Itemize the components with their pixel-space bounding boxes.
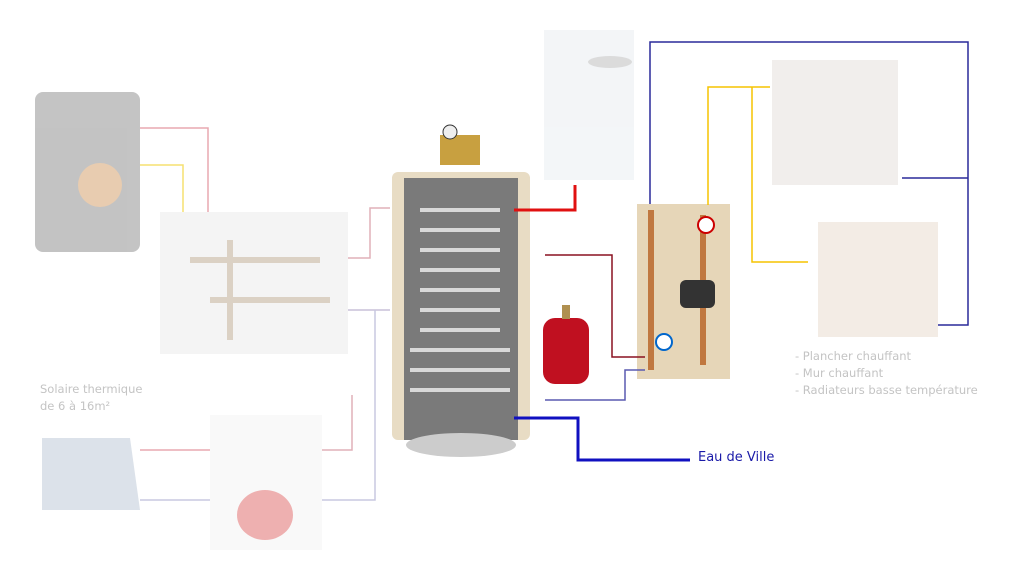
solar-label-line: de 6 à 16m²: [40, 399, 111, 413]
solar-label-line: Solaire thermique: [40, 382, 143, 396]
shower-image: [544, 30, 634, 180]
hot-water-pipe: [514, 185, 577, 212]
city-water-pipe: [514, 416, 690, 462]
coil-return-pipe: [545, 369, 645, 401]
heating-list-item: - Mur chauffant: [795, 366, 884, 380]
storage-tank-image: [392, 124, 530, 457]
heating-list-item: - Radiateurs basse température: [795, 383, 978, 397]
pump-group-image: [637, 204, 730, 379]
city-water-label: Eau de Ville: [698, 450, 775, 465]
solar-station-image: [160, 212, 348, 354]
heating-return-pipe: [649, 41, 969, 326]
heating-supply-pipe: [707, 86, 808, 263]
coil-supply-pipe: [545, 254, 645, 358]
faded-pipes: [140, 127, 390, 501]
solar-panel-image: [42, 438, 140, 510]
stove-image: [35, 92, 140, 252]
main-pipes: [514, 185, 690, 462]
expansion-vessel-image: [543, 305, 589, 384]
heating-list-item: - Plancher chauffant: [795, 349, 912, 363]
expansion-unit-image: [210, 415, 322, 550]
heating-list: - Plancher chauffant - Mur chauffant - R…: [795, 348, 978, 399]
floor-heating-image: [772, 60, 898, 185]
wall-heating-image: [818, 222, 938, 337]
solar-label: Solaire thermique de 6 à 16m²: [40, 381, 142, 415]
